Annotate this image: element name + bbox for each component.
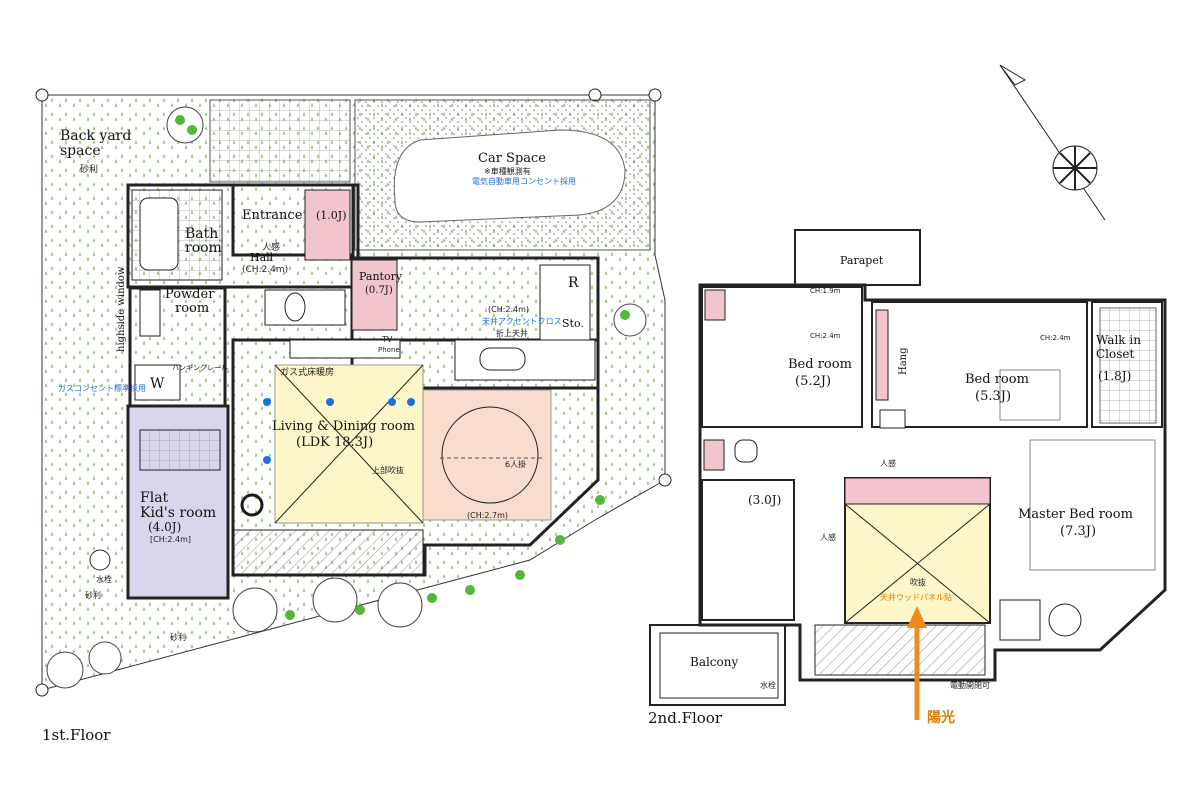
six-people-label: 6人掛 [505, 459, 526, 469]
highside-window-label: highside window [116, 266, 127, 352]
pantory-label: Pantory [359, 270, 403, 283]
hall-ch: (CH:2.4m) [242, 265, 288, 275]
flat-kids-label: Flat [140, 490, 169, 506]
phone-label: Phone [378, 346, 400, 354]
floor1-title: 1st.Floor [42, 726, 111, 744]
jinkan-2f-label-2: 人感 [820, 532, 836, 542]
north-arrow-icon [999, 64, 1106, 221]
hanging-rail-label: ハンギングレール [172, 363, 228, 372]
motorized-label: 電動開閉可 [950, 681, 990, 690]
bed1-ch19: CH:1.9m [810, 287, 841, 295]
water-tap-label-1f: 水栓 [96, 574, 112, 584]
car-space-note-1: ※車種観測有 [484, 166, 531, 176]
dining-ch: (CH:2.7m) [467, 511, 508, 520]
ceiling-cross-label: 天井アクセントクロス [482, 316, 562, 326]
back-yard-label-2: space [60, 143, 101, 159]
ldk-size: (LDK 18.3J) [296, 435, 373, 450]
house-walls-2f [649, 229, 1167, 706]
ldk-title: Living & Dining room [272, 419, 415, 434]
walkin-size: (1.8J) [1098, 369, 1131, 383]
ldk-heating-label: ガス式床暖房 [280, 366, 334, 378]
master-label: Master Bed room [1018, 507, 1133, 522]
hang-label: Hang [898, 347, 909, 375]
upper-void-label: 上部吹抜 [372, 465, 404, 475]
balcony-label: Balcony [690, 655, 738, 669]
pantory-size: (0.7J) [365, 285, 393, 296]
storage-label: Sto. [562, 317, 584, 330]
water-tap-label-2f: 水栓 [760, 680, 776, 690]
flat-kids-label-2: Kid's room [140, 505, 216, 521]
kids-size: (4.0J) [148, 520, 181, 534]
walkin-label: Walk in [1096, 333, 1141, 347]
downlights [240, 398, 415, 517]
car-space-area [354, 99, 651, 251]
bath-label: Bath [185, 226, 218, 242]
back-yard-label: Back yard [60, 128, 131, 144]
tv-label: TV [381, 335, 393, 344]
garden-trees-1f [46, 106, 647, 689]
gravel-label: 砂利 [80, 163, 98, 175]
powder-label: Powder [165, 287, 215, 302]
walkin-label-2: Closet [1096, 347, 1135, 361]
bed1-label: Bed room [788, 357, 852, 372]
bed2-ch24: CH:2.4m [1040, 334, 1071, 342]
gravel-label-3: 砂利 [170, 632, 186, 642]
sunlight-label: 陽光 [927, 709, 955, 726]
fridge-label: R [568, 275, 579, 291]
folded-ceiling-label: 折上天井 [496, 328, 528, 338]
jinkan-label: 人感 [262, 241, 280, 253]
gravel-label-2: 砂利 [85, 590, 101, 600]
car-space-note-2: 電気自動車用コンセント採用 [472, 176, 576, 186]
bed1-ch24: CH:2.4m [810, 332, 841, 340]
bed2-label: Bed room [965, 372, 1029, 387]
small-room-size: (3.0J) [748, 493, 781, 507]
w-label: W [150, 376, 165, 392]
bath-label-2: room [185, 240, 222, 256]
bed2-size: (5.3J) [975, 389, 1011, 404]
gas-outlet-label: ガスコンセント標準採用 [58, 383, 146, 393]
parapet-label: Parapet [840, 254, 884, 267]
jinkan-2f-label: 人感 [880, 458, 896, 468]
void-label: 吹抜 [910, 577, 926, 587]
entrance-size: (1.0J) [316, 209, 347, 222]
sunlight-arrow-icon [907, 606, 927, 720]
entrance-label: Entrance [242, 208, 303, 223]
bed1-size: (5.2J) [795, 374, 831, 389]
skylight-label: 天井ウッドパネル貼 [880, 592, 952, 602]
floor2-title: 2nd.Floor [648, 709, 723, 727]
powder-label-2: room [175, 301, 209, 316]
car-space-label: Car Space [478, 151, 546, 166]
kitchen-ch: (CH:2.4m) [488, 305, 529, 314]
master-size: (7.3J) [1060, 524, 1096, 539]
kids-ch: [CH:2.4m] [150, 535, 191, 544]
house-walls-1f [126, 99, 600, 600]
hall-label: Hall [250, 251, 274, 264]
